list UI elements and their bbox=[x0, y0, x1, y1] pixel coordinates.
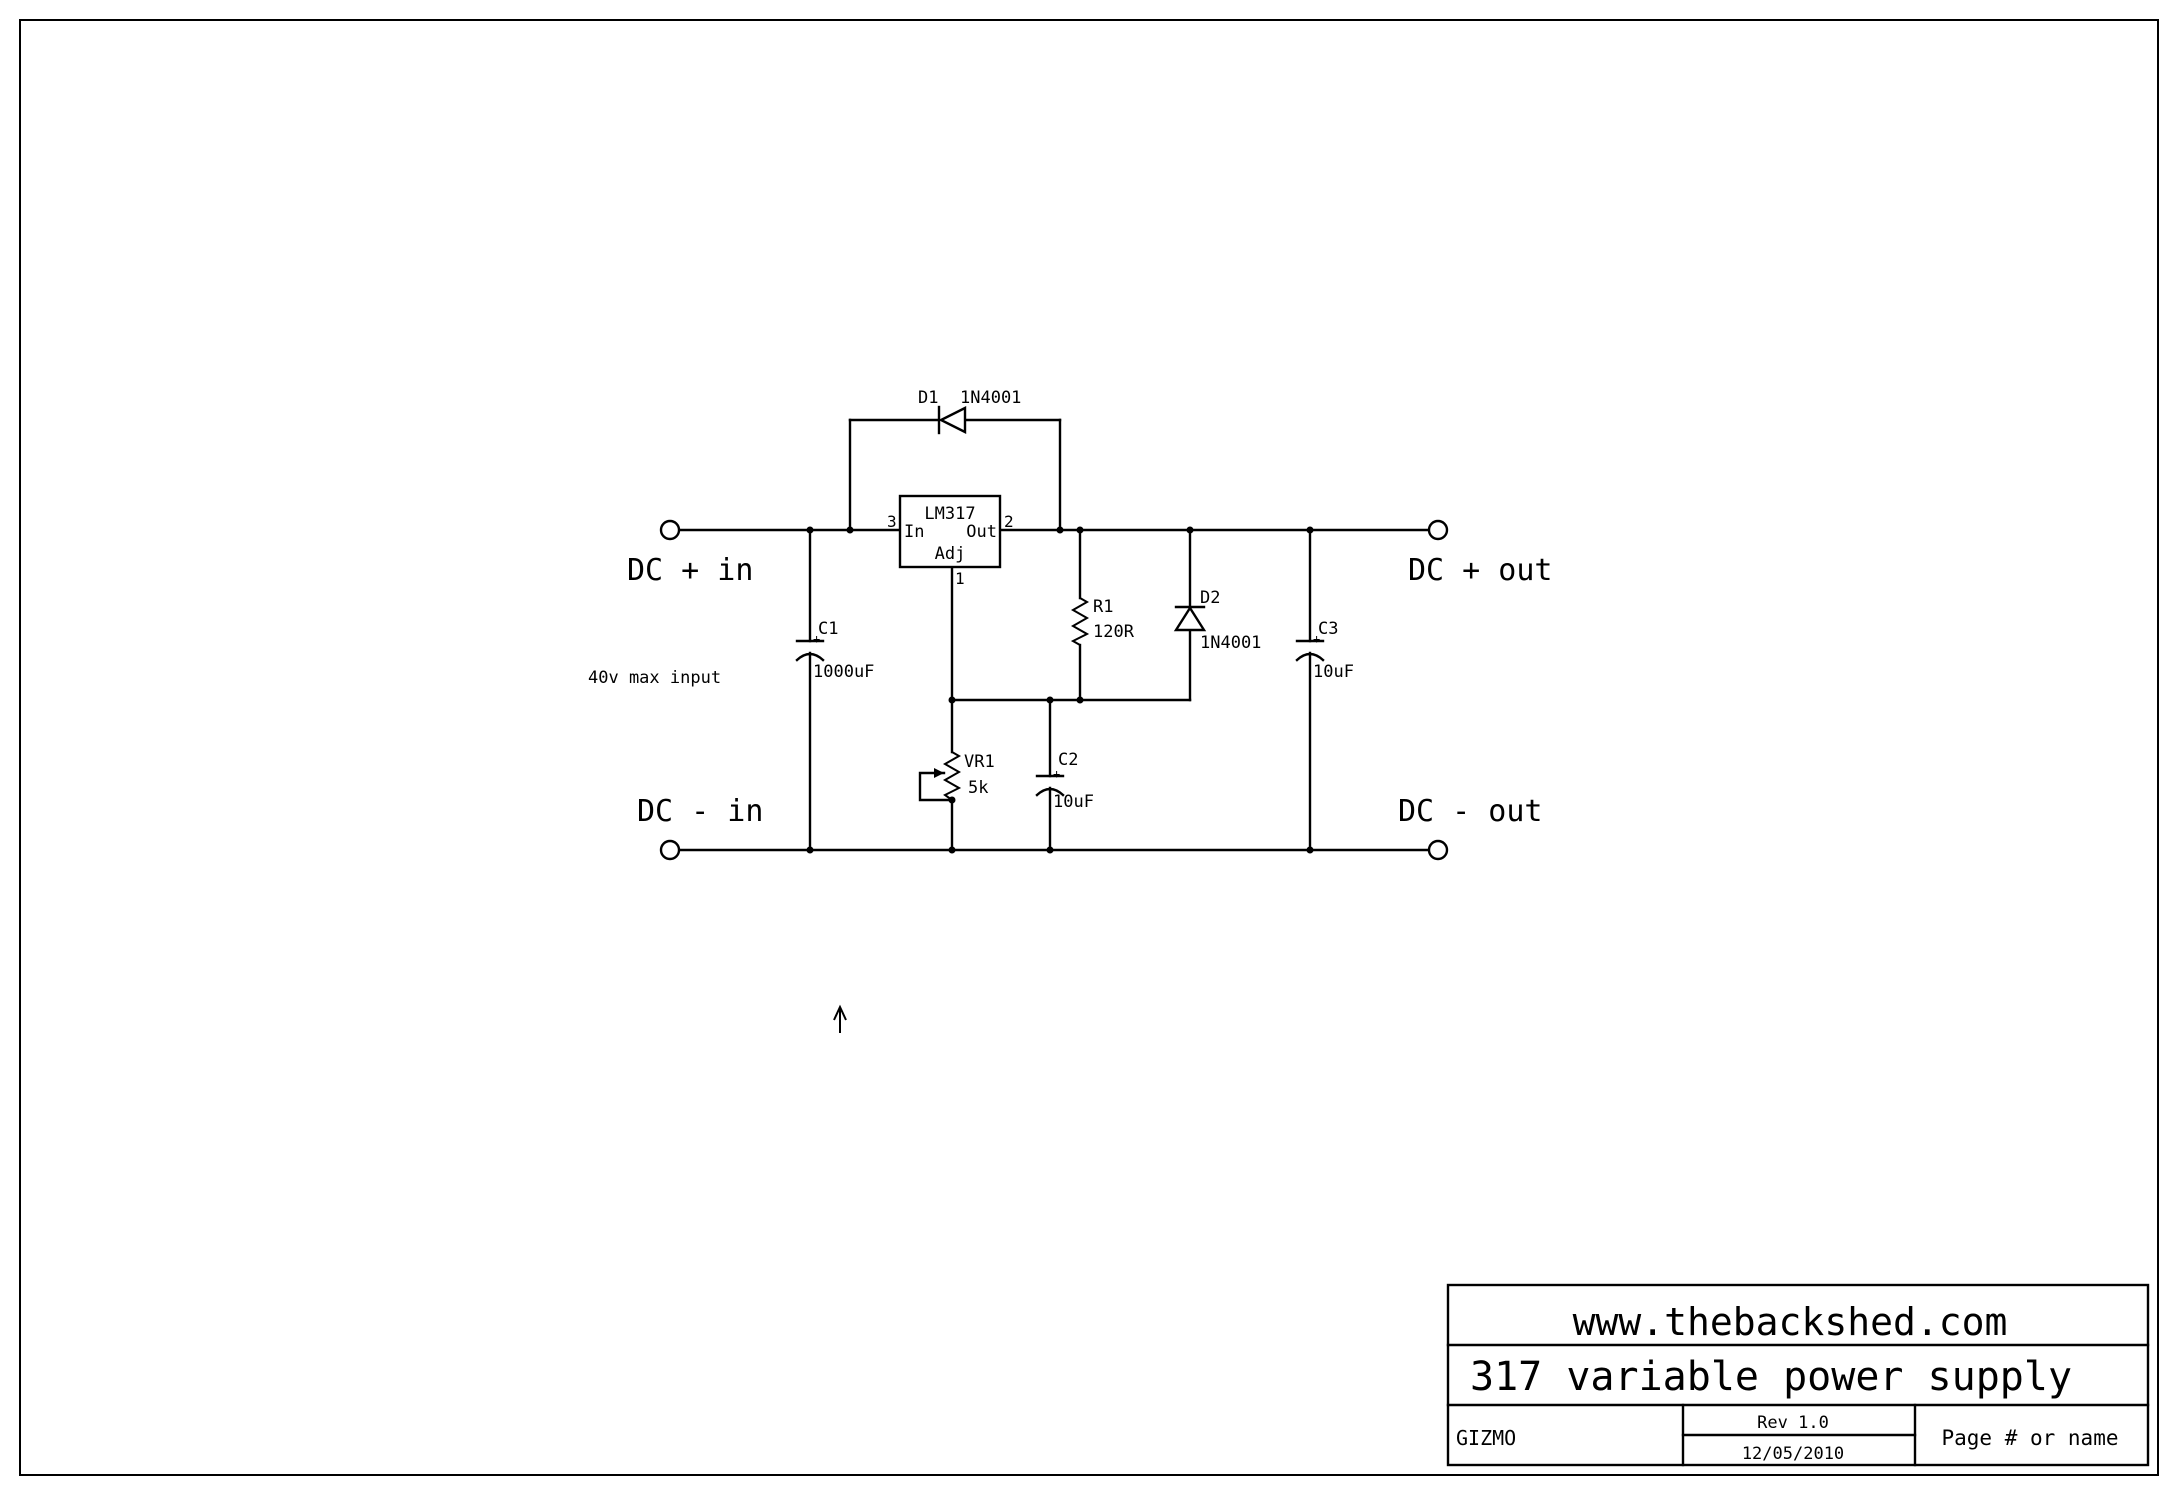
title-page: Page # or name bbox=[1941, 1426, 2118, 1450]
c1-ref: C1 bbox=[818, 619, 838, 639]
r1-ref: R1 bbox=[1093, 597, 1113, 617]
title-block: www.thebackshed.com 317 variable power s… bbox=[1446, 1283, 2150, 1467]
d1-symbol bbox=[938, 406, 967, 434]
d2-symbol bbox=[1173, 605, 1207, 632]
junction-dots bbox=[806, 526, 1314, 854]
title-author: GIZMO bbox=[1456, 1426, 1516, 1450]
input-note: 40v max input bbox=[588, 668, 721, 688]
regulator-name: LM317 bbox=[924, 504, 975, 524]
dc-minus-in-label: DC - in bbox=[637, 794, 763, 829]
c3-ref: C3 bbox=[1318, 619, 1338, 639]
c2-value: 10uF bbox=[1053, 792, 1094, 812]
d2-ref: D2 bbox=[1200, 588, 1220, 608]
d1-value: 1N4001 bbox=[960, 388, 1021, 408]
d1-ref: D1 bbox=[918, 388, 938, 408]
lm317-regulator: LM317 In Out Adj 3 2 1 bbox=[887, 494, 1014, 588]
vr1-value: 5k bbox=[968, 778, 988, 798]
diode-d2: D2 1N4001 bbox=[1173, 588, 1261, 653]
r1-symbol bbox=[1070, 597, 1090, 646]
title-project: 317 variable power supply bbox=[1470, 1354, 2072, 1400]
dc-minus-out-label: DC - out bbox=[1398, 794, 1543, 829]
capacitor-c2: + C2 10uF bbox=[1035, 750, 1094, 812]
c2-ref: C2 bbox=[1058, 750, 1078, 770]
capacitor-c3: + C3 10uF bbox=[1295, 619, 1354, 682]
sheet-border bbox=[19, 19, 2159, 1476]
terminal-dc-plus-in bbox=[659, 519, 681, 541]
terminals bbox=[659, 519, 1449, 861]
vr1-symbol bbox=[942, 751, 962, 801]
regulator-pin-adj-label: Adj bbox=[935, 544, 966, 564]
origin-arrow-icon bbox=[833, 1004, 847, 1033]
capacitor-c1: + C1 1000uF bbox=[795, 619, 874, 682]
wires bbox=[678, 418, 1430, 852]
title-website: www.thebackshed.com bbox=[1573, 1300, 2008, 1344]
regulator-body bbox=[898, 494, 1002, 569]
c1-value: 1000uF bbox=[813, 662, 874, 682]
vr1-ref: VR1 bbox=[964, 752, 995, 772]
dc-plus-out-label: DC + out bbox=[1408, 553, 1553, 588]
terminal-dc-minus-in bbox=[659, 839, 681, 861]
regulator-pin-out-label: Out bbox=[966, 522, 997, 542]
diode-d1: D1 1N4001 bbox=[918, 388, 1021, 435]
c3-polarity: + bbox=[1313, 632, 1320, 646]
dc-plus-in-label: DC + in bbox=[627, 553, 753, 588]
regulator-pin3-number: 3 bbox=[887, 512, 897, 531]
r1-value: 120R bbox=[1093, 622, 1135, 642]
resistor-r1: R1 120R bbox=[1070, 597, 1135, 646]
terminal-dc-plus-out bbox=[1427, 519, 1449, 541]
title-date: 12/05/2010 bbox=[1742, 1444, 1844, 1464]
regulator-pin1-number: 1 bbox=[955, 569, 965, 588]
regulator-pin2-number: 2 bbox=[1004, 512, 1014, 531]
d2-value: 1N4001 bbox=[1200, 633, 1261, 653]
title-revision: Rev 1.0 bbox=[1757, 1413, 1829, 1433]
potentiometer-vr1: VR1 5k bbox=[934, 751, 995, 801]
vr1-wiper-arrow bbox=[934, 768, 944, 778]
c2-polarity: + bbox=[1053, 767, 1060, 781]
regulator-pin-in-label: In bbox=[904, 522, 924, 542]
terminal-dc-minus-out bbox=[1427, 839, 1449, 861]
c1-polarity: + bbox=[813, 632, 820, 646]
c3-value: 10uF bbox=[1313, 662, 1354, 682]
